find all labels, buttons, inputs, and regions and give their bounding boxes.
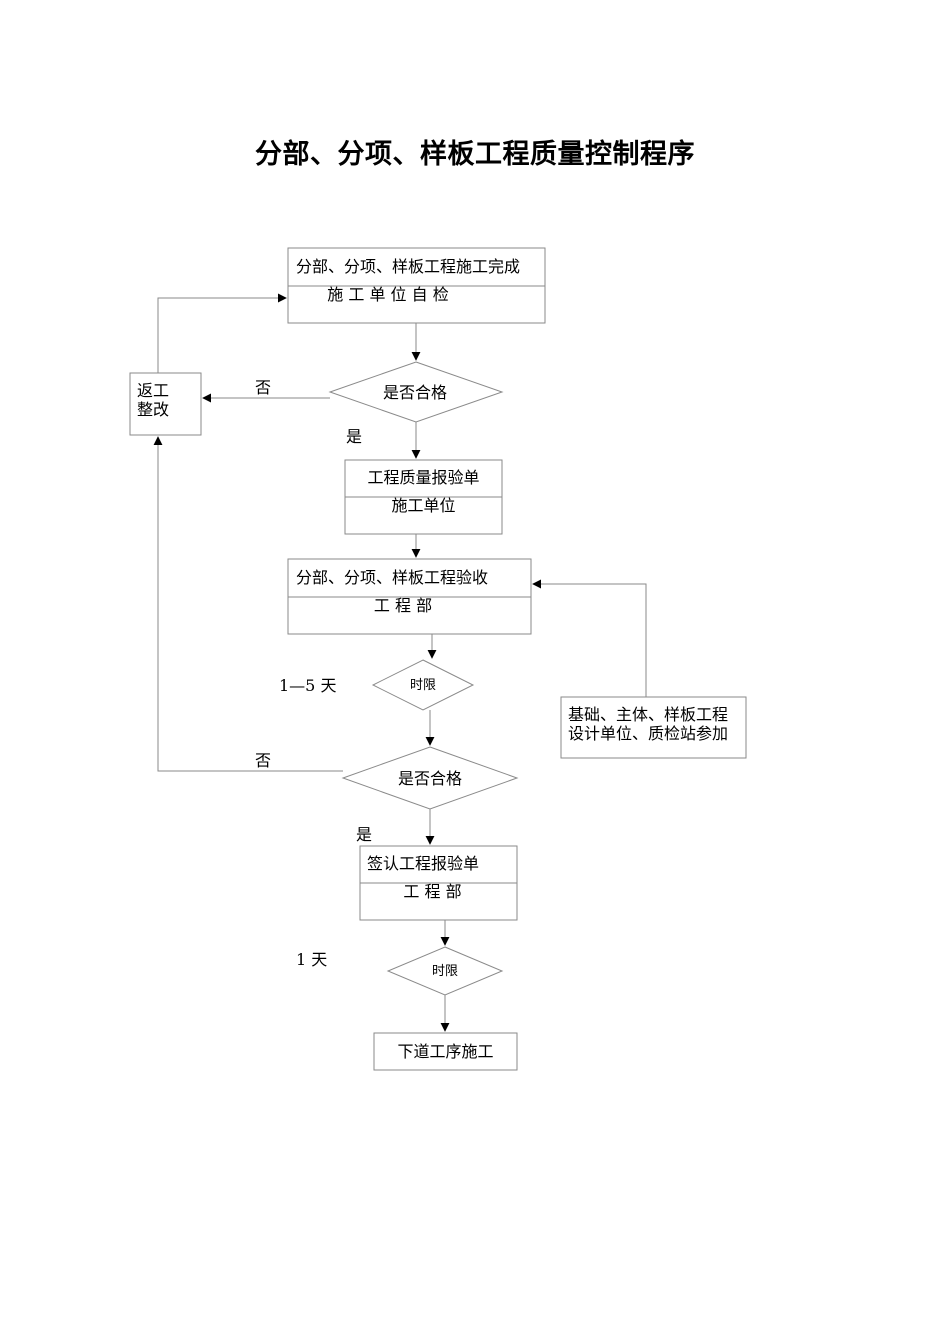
box-sign-report-title: 签认工程报验单 bbox=[367, 854, 480, 873]
box-next-process bbox=[373, 1032, 518, 1071]
edge-label-no-2: 否 bbox=[255, 751, 272, 770]
box-participants-line2: 设计单位、质检站参加 bbox=[568, 724, 729, 743]
page-title: 分部、分项、样板工程质量控制程序 bbox=[255, 139, 695, 170]
diamond-qualified-2-label: 是否合格 bbox=[397, 769, 462, 788]
arrow-rework-box1 bbox=[157, 293, 287, 373]
arrow-diamond3-rework bbox=[153, 436, 343, 772]
box-quality-report-title: 工程质量报验单 bbox=[367, 468, 480, 487]
box-construction-complete-title: 分部、分项、样板工程施工完成 bbox=[296, 257, 521, 276]
diamond-time-limit-1 bbox=[371, 659, 475, 711]
edge-label-no-1: 否 bbox=[255, 378, 272, 397]
box-construction-complete-subtitle: 施 工 单 位 自 检 bbox=[327, 285, 449, 304]
diamond-time-limit-1-label: 时限 bbox=[409, 678, 436, 693]
box-quality-report-subtitle: 施工单位 bbox=[391, 496, 456, 515]
edge-label-yes-1: 是 bbox=[346, 427, 363, 446]
box-rework-line1: 返工 bbox=[137, 381, 170, 400]
box-acceptance-subtitle: 工 程 部 bbox=[373, 596, 433, 615]
box-acceptance-title: 分部、分项、样板工程验收 bbox=[296, 568, 489, 587]
box-next-process-label: 下道工序施工 bbox=[397, 1042, 494, 1061]
diamond-qualified-1-label: 是否合格 bbox=[382, 383, 447, 402]
box-rework bbox=[129, 372, 202, 436]
diamond-time-limit-2-label: 时限 bbox=[431, 964, 458, 979]
edge-label-yes-2: 是 bbox=[356, 825, 373, 844]
edge-label-days-2: 1 天 bbox=[296, 950, 328, 969]
box-rework-line2: 整改 bbox=[137, 400, 170, 419]
box-participants-line1: 基础、主体、样板工程 bbox=[568, 705, 729, 724]
box-participants bbox=[560, 696, 747, 759]
box-sign-report-subtitle: 工 程 部 bbox=[403, 882, 462, 901]
arrow-participants-box3 bbox=[532, 579, 647, 697]
edge-label-days-1: 1—5 天 bbox=[279, 676, 337, 695]
